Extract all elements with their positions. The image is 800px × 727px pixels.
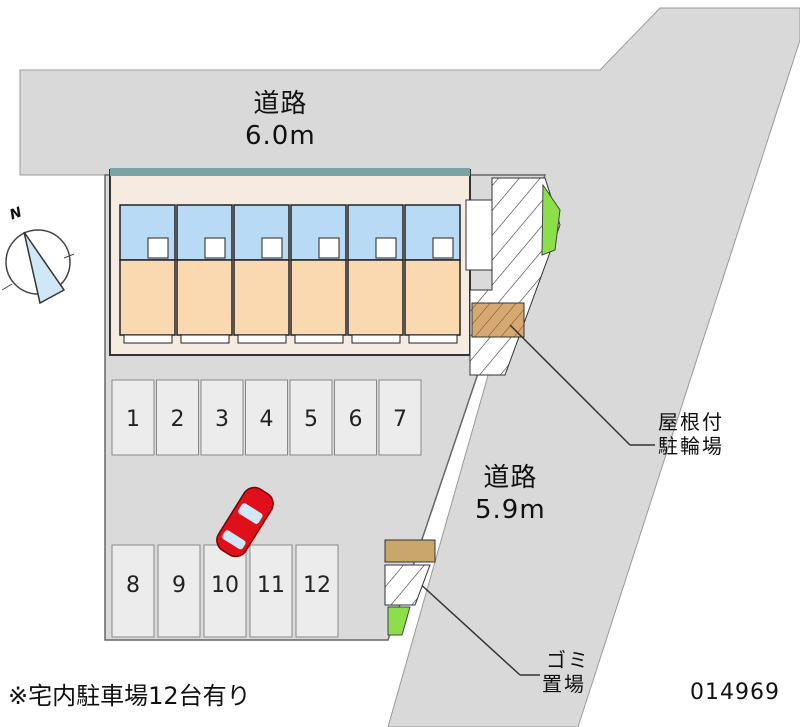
- parking-space-1[interactable]: [111, 379, 155, 456]
- parking-space-6[interactable]: [334, 379, 377, 456]
- parking-space-number: 2: [170, 407, 185, 432]
- greenery: [387, 606, 411, 636]
- parking-spots: [111, 379, 422, 638]
- road-width: 5.9m: [475, 495, 546, 525]
- parking-space-number: 7: [393, 407, 407, 432]
- label-line: ゴミ: [546, 648, 590, 672]
- garbage-box[interactable]: [384, 539, 436, 563]
- greenery: [541, 183, 561, 256]
- parking-space-12[interactable]: [295, 544, 339, 638]
- parking-note: ※宅内駐車場12台有り: [8, 682, 251, 710]
- parking-space-number: 3: [215, 407, 229, 432]
- road-width: 6.0m: [245, 121, 316, 151]
- unit-room: [347, 259, 404, 336]
- property-id: 014969: [690, 680, 780, 705]
- parking-space-number: 6: [348, 407, 363, 432]
- unit-room: [290, 259, 347, 336]
- parking-space-4[interactable]: [245, 379, 288, 456]
- garbage-label: ゴミ 置場: [542, 648, 590, 696]
- parking-space-number: 8: [126, 573, 140, 598]
- parking-space-number: 10: [211, 573, 239, 598]
- parking-space-number: 12: [303, 573, 331, 598]
- car-icon: [216, 486, 274, 558]
- garbage-area: [384, 564, 431, 606]
- parking-space-number: 4: [259, 407, 274, 432]
- parking-space-3[interactable]: [200, 379, 244, 456]
- parking-space-10[interactable]: [203, 544, 247, 638]
- parking-space-number: 1: [126, 407, 140, 432]
- apartment-units: [119, 204, 461, 344]
- unit-room: [119, 259, 176, 336]
- label-line: 屋根付: [658, 410, 724, 434]
- road-label-right: 道路 5.9m: [475, 462, 546, 526]
- bicycle-parking-label: 屋根付 駐輪場: [658, 410, 724, 458]
- unit-room: [404, 259, 461, 336]
- parking-space-number: 9: [172, 573, 186, 598]
- parking-space-number: 5: [304, 407, 318, 432]
- parking-space-9[interactable]: [157, 544, 201, 638]
- parking-space-7[interactable]: [378, 379, 422, 456]
- road-name: 道路: [253, 89, 308, 119]
- road-label-top: 道路 6.0m: [245, 88, 316, 152]
- stairs: [465, 199, 493, 271]
- parking-space-5[interactable]: [289, 379, 333, 456]
- compass-icon: [1, 229, 75, 305]
- unit-room: [176, 259, 233, 336]
- label-line: 駐輪場: [658, 434, 724, 458]
- label-line: 置場: [542, 672, 586, 696]
- parking-space-8[interactable]: [111, 544, 155, 638]
- parking-space-11[interactable]: [249, 544, 293, 638]
- road-name: 道路: [483, 463, 538, 493]
- parking-space-number: 11: [257, 573, 285, 598]
- parking-space-2[interactable]: [156, 379, 199, 456]
- unit-room: [233, 259, 290, 336]
